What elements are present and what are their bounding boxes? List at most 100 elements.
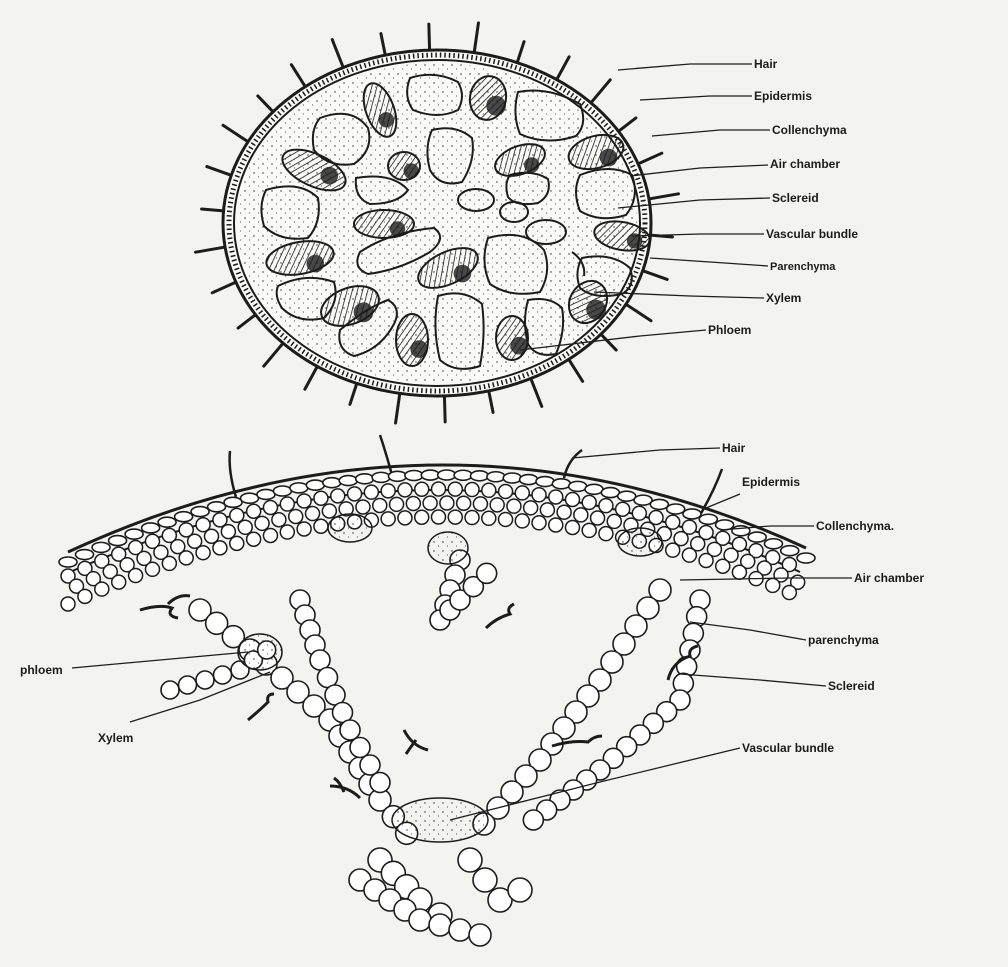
collenchyma-cell xyxy=(390,497,404,511)
parenchyma-cell xyxy=(477,563,497,583)
collenchyma-cell xyxy=(515,514,529,528)
svg-text:Vascular bundle: Vascular bundle xyxy=(742,741,834,755)
collenchyma-cell xyxy=(331,489,345,503)
collenchyma-cell xyxy=(263,500,277,514)
epidermis-cell xyxy=(421,470,439,480)
collenchyma-cell xyxy=(314,519,328,533)
collenchyma-cell xyxy=(247,504,261,518)
collenchyma-cell xyxy=(179,551,193,565)
top-cross-section xyxy=(196,23,679,423)
collenchyma-cell xyxy=(432,482,446,496)
epidermis-cell xyxy=(109,536,127,546)
epidermis-cell xyxy=(634,495,652,505)
collenchyma-cell xyxy=(782,586,796,600)
top-hair xyxy=(212,282,236,293)
collenchyma-cell xyxy=(230,536,244,550)
label-bottom-hair: Hair xyxy=(572,441,746,458)
epidermis-cell xyxy=(388,471,406,481)
collenchyma-cell xyxy=(322,504,336,518)
collenchyma-cell xyxy=(448,482,462,496)
collenchyma-cell xyxy=(599,527,613,541)
top-hair xyxy=(601,334,616,350)
svg-text:Hair: Hair xyxy=(722,441,746,455)
epidermis-cell xyxy=(224,497,242,507)
svg-text:parenchyma: parenchyma xyxy=(808,633,879,647)
collenchyma-cell xyxy=(297,522,311,536)
parenchyma-cell xyxy=(458,848,482,872)
top-hair xyxy=(569,359,583,381)
top-phloem-spot xyxy=(600,149,618,167)
label-bottom-sclereid: Sclereid xyxy=(680,674,875,693)
bottom-labels: Hair Epidermis Collenchyma. Air chamber … xyxy=(20,441,924,820)
epidermis-cell xyxy=(175,512,193,522)
collenchyma-cell xyxy=(297,494,311,508)
epidermis-cell xyxy=(699,514,717,524)
collenchyma-cell xyxy=(599,499,613,513)
top-hair xyxy=(202,209,224,211)
epidermis-cell xyxy=(585,484,603,494)
label-top-hair: Hair xyxy=(618,57,778,71)
top-vascular-bundle xyxy=(354,210,414,238)
top-phloem-spot xyxy=(410,340,428,358)
collenchyma-cell xyxy=(381,484,395,498)
epidermis-cell xyxy=(273,486,291,496)
collenchyma-cell xyxy=(272,513,286,527)
collenchyma-cell xyxy=(540,503,554,517)
epidermis-cell xyxy=(290,483,308,493)
collenchyma-cell xyxy=(348,487,362,501)
epidermis-cell xyxy=(601,488,619,498)
label-bottom-parenchyma: parenchyma xyxy=(690,622,879,647)
epidermis-cell xyxy=(92,542,110,552)
epidermis-cell xyxy=(797,553,815,563)
collenchyma-cell xyxy=(632,506,646,520)
collenchyma-cell xyxy=(515,486,529,500)
parenchyma-cell xyxy=(473,868,497,892)
collenchyma-cell xyxy=(356,500,370,514)
collenchyma-cell xyxy=(415,482,429,496)
epidermis-cell xyxy=(536,477,554,487)
top-hair xyxy=(517,42,524,63)
epidermis-cell xyxy=(323,478,341,488)
top-phloem-spot xyxy=(354,302,374,322)
parenchyma-cell xyxy=(350,738,370,758)
bottom-vascular-bundle xyxy=(392,798,488,842)
collenchyma-cell xyxy=(732,565,746,579)
collenchyma-cell xyxy=(549,518,563,532)
top-hair xyxy=(258,96,273,112)
epidermis-cell xyxy=(405,471,423,481)
top-parenchyma-ground xyxy=(237,63,637,383)
parenchyma-cell xyxy=(409,909,431,931)
top-phloem-spot xyxy=(404,163,419,178)
parenchyma-cell xyxy=(370,773,390,793)
parenchyma-cell xyxy=(449,919,471,941)
svg-text:Hair: Hair xyxy=(754,57,778,71)
collenchyma-cell xyxy=(499,512,513,526)
epidermis-cell xyxy=(76,550,94,560)
collenchyma-cell xyxy=(607,514,621,528)
epidermis-cell xyxy=(716,520,734,530)
collenchyma-cell xyxy=(255,516,269,530)
svg-text:Epidermis: Epidermis xyxy=(742,475,800,489)
collenchyma-cell xyxy=(129,569,143,583)
svg-text:Epidermis: Epidermis xyxy=(754,89,812,103)
parenchyma-cell xyxy=(469,924,491,946)
label-bottom-epidermis: Epidermis xyxy=(706,475,800,508)
bottom-magnified-sector xyxy=(59,435,815,946)
epidermis-cell xyxy=(306,480,324,490)
parenchyma-cell xyxy=(161,681,179,699)
parenchyma-cell xyxy=(508,878,532,902)
svg-text:Xylem: Xylem xyxy=(98,731,133,745)
top-hair xyxy=(381,34,385,56)
epidermis-cell xyxy=(257,489,275,499)
collenchyma-cell xyxy=(507,499,521,513)
top-phloem-spot xyxy=(586,300,606,320)
collenchyma-cell xyxy=(457,496,471,510)
top-hair xyxy=(557,57,569,80)
parenchyma-cell xyxy=(523,810,543,830)
epidermis-cell xyxy=(208,502,226,512)
collenchyma-cell xyxy=(263,528,277,542)
parenchyma-cell xyxy=(214,666,232,684)
collenchyma-cell xyxy=(112,575,126,589)
top-hair xyxy=(643,271,668,280)
